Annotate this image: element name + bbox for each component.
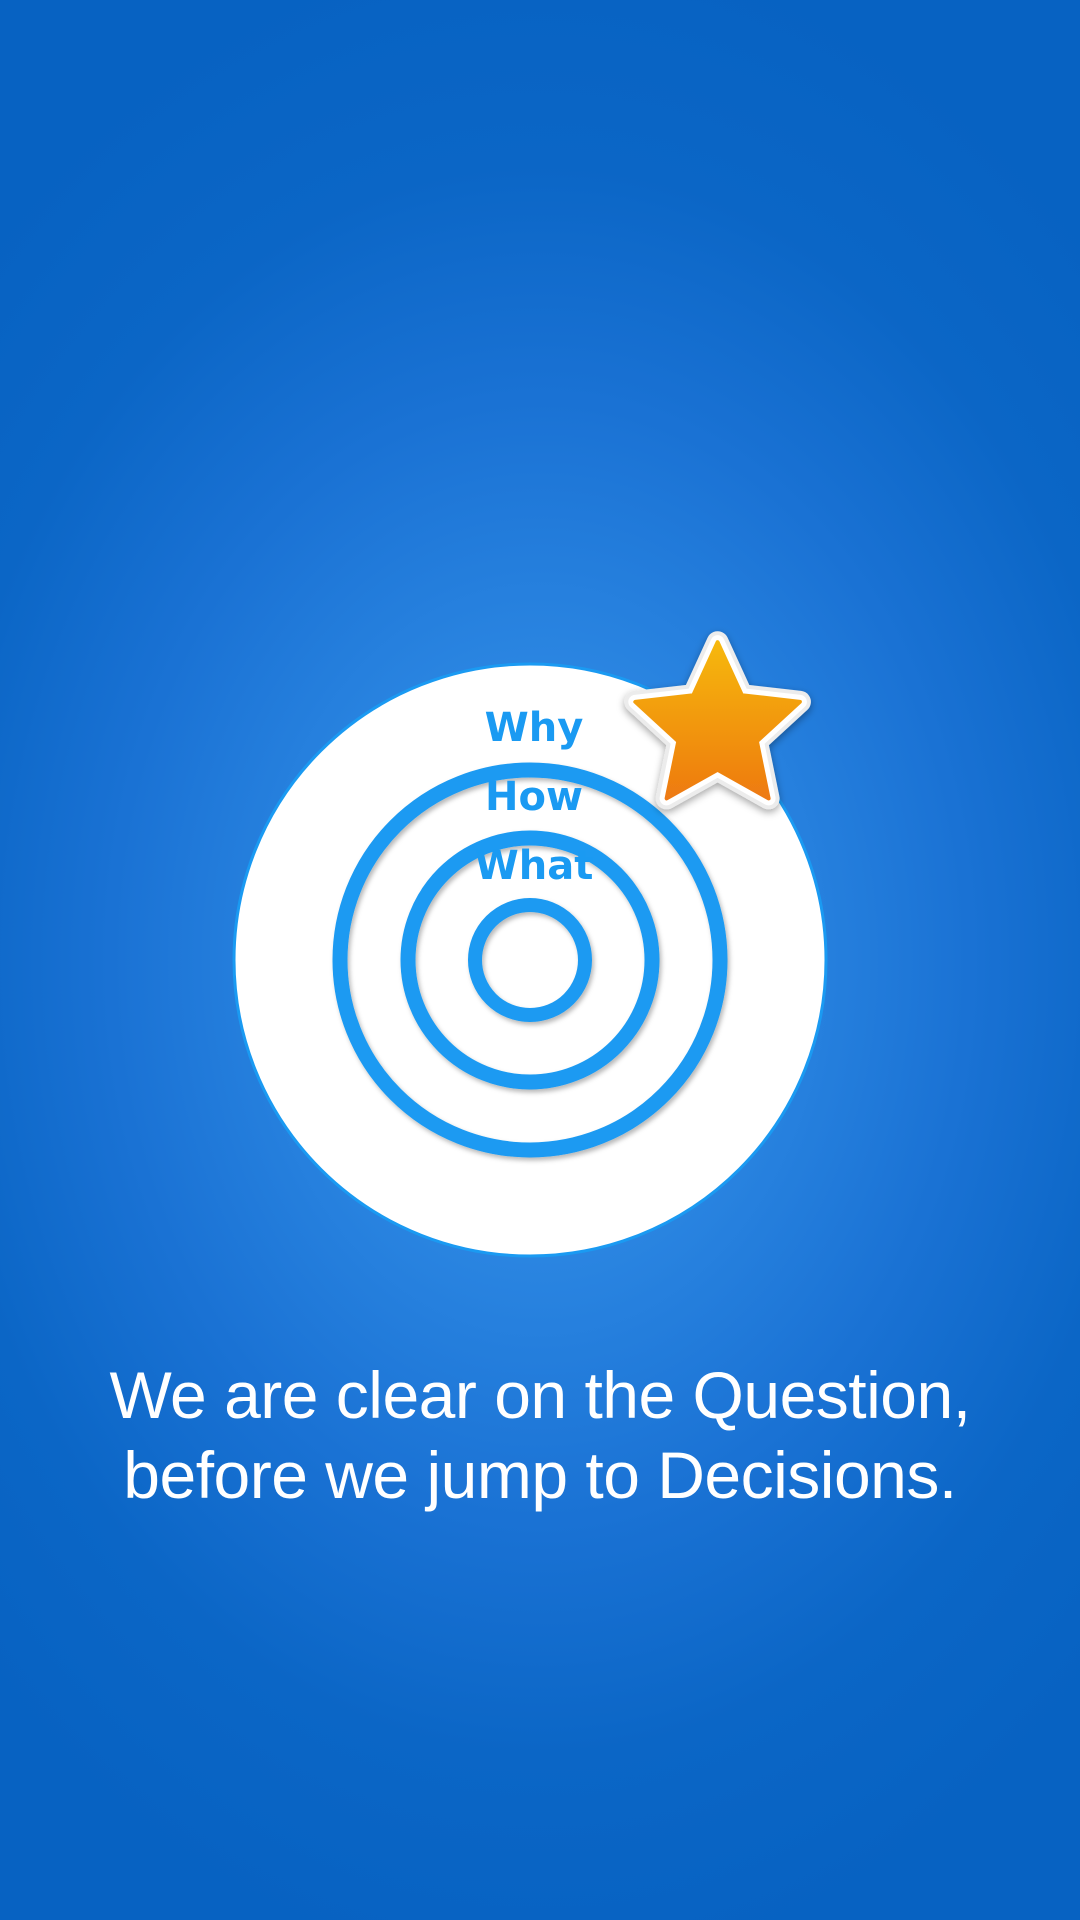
label-how: How bbox=[485, 774, 583, 820]
star-icon bbox=[624, 631, 811, 810]
label-what: What bbox=[475, 843, 594, 889]
target-icon: Why How What bbox=[230, 631, 830, 1270]
ring-how bbox=[332, 762, 728, 1158]
tagline-line-1: We are clear on the Question, bbox=[109, 1358, 971, 1432]
ring-center bbox=[468, 898, 592, 1022]
tagline-line-2: before we jump to Decisions. bbox=[123, 1438, 957, 1512]
ring-what bbox=[400, 830, 660, 1090]
label-why: Why bbox=[485, 705, 584, 751]
outer-disc bbox=[232, 662, 828, 1258]
tagline: We are clear on the Question, before we … bbox=[60, 1355, 1020, 1515]
